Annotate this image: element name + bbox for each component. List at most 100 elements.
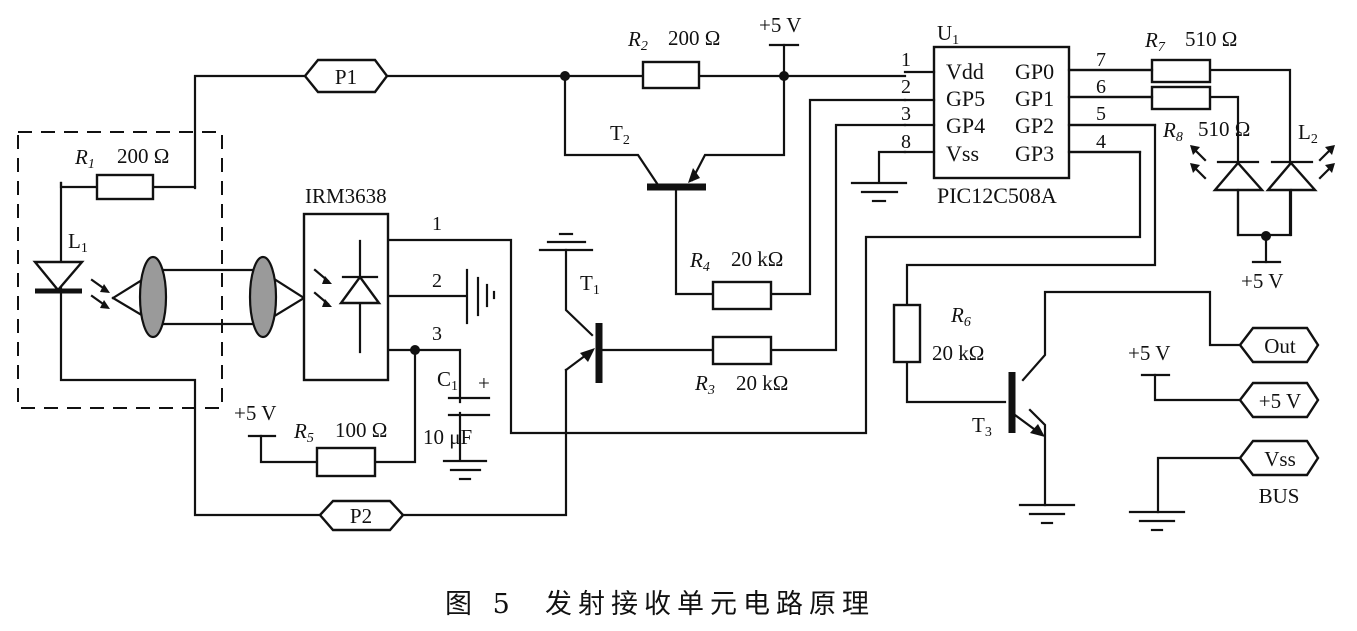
- resistor-r4: R4 20 kΩ: [689, 247, 783, 311]
- mcu-pin-vdd: Vdd: [946, 59, 984, 84]
- r4-value: 20 kΩ: [731, 247, 783, 271]
- connector-p2[interactable]: P2: [318, 499, 405, 532]
- svg-text:R1: R1: [74, 145, 95, 172]
- emitter-module-boundary: [17, 131, 223, 409]
- mcu-pin-num: 2: [901, 76, 911, 98]
- supply-led-label: +5 V: [1241, 269, 1283, 293]
- ground-symbol-icon: [538, 232, 594, 252]
- r5-value: 100 Ω: [335, 418, 387, 442]
- lens-receiver-icon: [248, 255, 278, 339]
- mcu-pin-vss: Vss: [946, 141, 979, 166]
- mcu-pin-gp2: GP2: [1015, 113, 1054, 138]
- lens-emitter-icon: [138, 255, 168, 339]
- led-l2: L2: [1190, 120, 1335, 237]
- mcu-part-number: PIC12C508A: [937, 183, 1057, 208]
- receiver-pin-3: 3: [432, 323, 442, 345]
- svg-text:R6: R6: [950, 303, 971, 330]
- capacitor-plus: +: [478, 371, 490, 395]
- mcu-pin-leads: [903, 68, 1157, 154]
- supply-bus-side-label: +5 V: [1128, 341, 1170, 365]
- connector-p1-label: P1: [335, 65, 357, 89]
- receiver-pin-2: 2: [432, 270, 442, 292]
- supply-r5: +5 V: [234, 401, 276, 438]
- junction-dot: [410, 345, 420, 355]
- connector-vss[interactable]: Vss: [1238, 439, 1320, 477]
- mcu-pin-num: 1: [901, 49, 911, 71]
- wires: [59, 43, 1292, 517]
- connector-p1[interactable]: P1: [303, 58, 389, 94]
- svg-text:R2: R2: [627, 27, 648, 54]
- supply-top-label: +5 V: [759, 13, 801, 37]
- svg-text:L1: L1: [68, 229, 88, 256]
- junction-dot: [560, 71, 570, 81]
- capacitor-c1: C1 + 10 μF: [423, 367, 491, 449]
- figure-caption: 图 5 发射接收单元电路原理: [445, 589, 875, 620]
- r6-value: 20 kΩ: [932, 341, 984, 365]
- mcu-pin-gp5: GP5: [946, 86, 985, 111]
- connector-vss-label: Vss: [1264, 447, 1296, 471]
- resistor-r7: R7 510 Ω: [1144, 27, 1237, 84]
- light-emission-arrows-icon: [1190, 145, 1335, 180]
- mcu-pin-gp1: GP1: [1015, 86, 1054, 111]
- svg-text:R3: R3: [694, 371, 715, 398]
- resistor-r1: R1 200 Ω: [74, 144, 169, 201]
- junction-dot: [1261, 231, 1271, 241]
- svg-text:T3: T3: [972, 413, 992, 440]
- mcu-pin-gp4: GP4: [946, 113, 985, 138]
- capacitor-value: 10 μF: [423, 425, 472, 449]
- mcu-pin-num: 4: [1096, 131, 1106, 153]
- receiver-pin-1: 1: [432, 213, 442, 235]
- mcu-pin-num: 3: [901, 103, 911, 125]
- light-receive-arrows-icon: [313, 268, 332, 307]
- supply-bus-side: +5 V: [1128, 341, 1170, 377]
- mcu-pin-gp3: GP3: [1015, 141, 1054, 166]
- svg-text:R4: R4: [689, 248, 710, 275]
- ground-symbol-icon: [465, 268, 496, 325]
- transistor-t1: T1: [564, 271, 603, 383]
- svg-text:L2: L2: [1298, 120, 1318, 147]
- r1-value: 200 Ω: [117, 144, 169, 168]
- supply-led: +5 V: [1241, 260, 1283, 293]
- junction-dot: [779, 71, 789, 81]
- svg-text:R7: R7: [1144, 28, 1166, 55]
- supply-top: +5 V: [759, 13, 801, 47]
- r8-value: 510 Ω: [1198, 117, 1250, 141]
- transistor-t2: T2: [610, 121, 706, 191]
- ground-symbol-icon: [1018, 503, 1076, 525]
- ground-symbol-icon: [1128, 510, 1186, 532]
- mcu-pin-num: 8: [901, 131, 911, 153]
- connector-vcc[interactable]: +5 V: [1238, 381, 1320, 419]
- bus-label: BUS: [1259, 484, 1300, 508]
- connector-out[interactable]: Out: [1238, 326, 1320, 364]
- svg-text:U1: U1: [937, 21, 959, 48]
- mcu-pin-num: 6: [1096, 76, 1106, 98]
- connector-out-label: Out: [1264, 334, 1296, 358]
- resistor-r5: R5 100 Ω: [293, 418, 387, 478]
- mcu-pin-num: 5: [1096, 103, 1106, 125]
- svg-text:T1: T1: [580, 271, 600, 298]
- ground-symbol-icon: [850, 181, 908, 203]
- led-l1: L1: [32, 229, 110, 309]
- connector-vcc-label: +5 V: [1259, 389, 1301, 413]
- svg-text:T2: T2: [610, 121, 630, 148]
- caption-text: 发射接收单元电路原理: [545, 589, 875, 620]
- r7-value: 510 Ω: [1185, 27, 1237, 51]
- light-emission-arrows-icon: [90, 278, 110, 309]
- caption-number: 图 5: [445, 589, 516, 620]
- mcu-pin-gp0: GP0: [1015, 59, 1054, 84]
- svg-text:C1: C1: [437, 367, 458, 394]
- resistor-r3: R3 20 kΩ: [694, 335, 788, 398]
- svg-text:R8: R8: [1162, 118, 1183, 145]
- resistor-r8: R8 510 Ω: [1150, 85, 1250, 145]
- r2-value: 200 Ω: [668, 26, 720, 50]
- mcu-pin-num: 7: [1096, 49, 1106, 71]
- resistor-r6: R6 20 kΩ: [892, 303, 984, 365]
- ir-receiver-module: IRM3638 1 2 3: [302, 184, 442, 382]
- connector-p2-label: P2: [350, 504, 372, 528]
- r3-value: 20 kΩ: [736, 371, 788, 395]
- receiver-name: IRM3638: [305, 184, 387, 208]
- transistor-t3: T3: [972, 372, 1045, 440]
- ground-symbol-icon: [442, 459, 488, 481]
- supply-r5-label: +5 V: [234, 401, 276, 425]
